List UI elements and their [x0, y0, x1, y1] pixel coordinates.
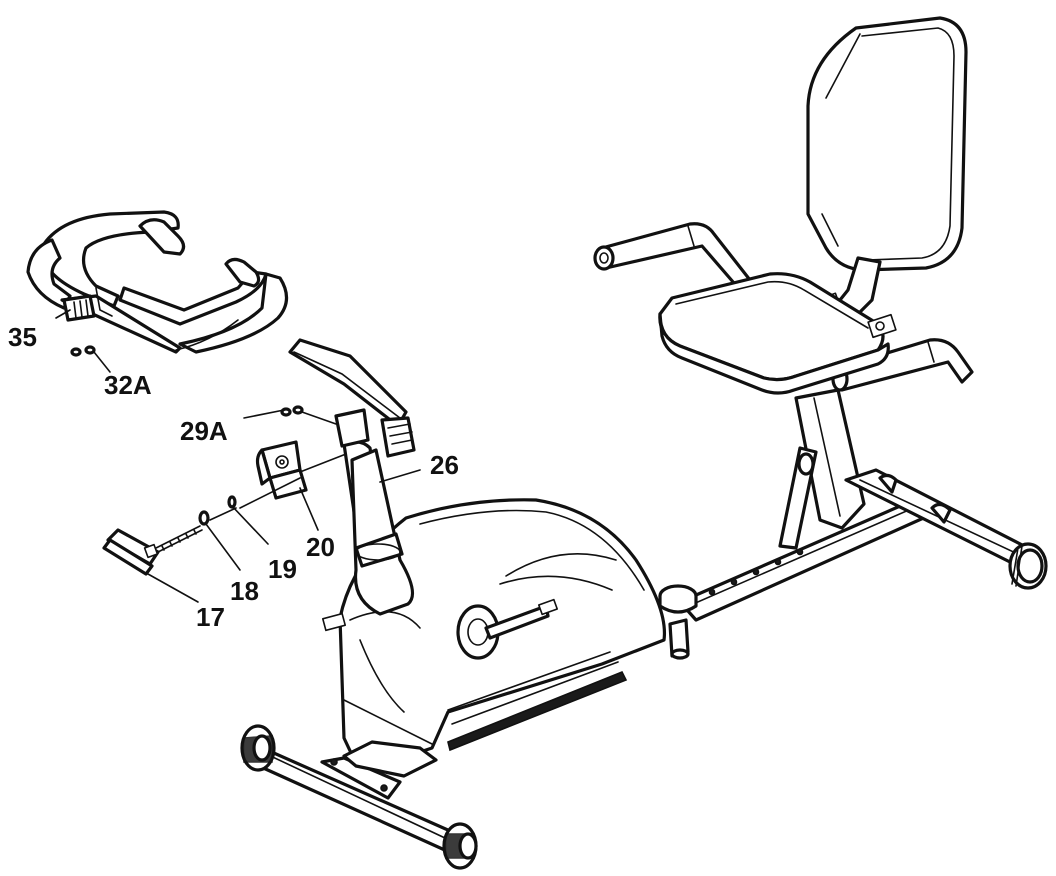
- callout-17: 17: [196, 602, 225, 632]
- callout-20: 20: [306, 532, 335, 562]
- backrest: [806, 16, 968, 272]
- front-wheel-left: [240, 724, 276, 772]
- leader-lines: [55, 287, 421, 603]
- callout-32a: 32A: [104, 370, 152, 400]
- front-handlebar: [26, 210, 289, 354]
- hand-pulse-bracket: [255, 440, 308, 500]
- console-mast: [342, 440, 415, 616]
- seat-cushion: [658, 272, 897, 395]
- callout-26: 26: [430, 450, 459, 480]
- console-monitor: [288, 338, 416, 458]
- rear-stabilizer-end-cap: [1008, 542, 1048, 590]
- flywheel-shroud: [338, 498, 667, 774]
- crank-assembly: [321, 598, 559, 660]
- callout-35: 35: [8, 322, 37, 352]
- callout-labels: 35 32A 29A 26 20 19 18 17: [8, 322, 459, 632]
- rear-frame-tube: [678, 468, 1030, 622]
- seat-post: [778, 388, 866, 550]
- callout-29a: 29A: [180, 416, 228, 446]
- seat-adjust-knob: [658, 584, 698, 660]
- front-wheel-right: [442, 822, 478, 870]
- callout-18: 18: [230, 576, 259, 606]
- callout-19: 19: [268, 554, 297, 584]
- screw-pair-29a: [280, 405, 304, 417]
- front-stabilizer: [248, 740, 468, 858]
- screw-pair-32a: [70, 345, 96, 357]
- knob-bolt: [102, 525, 203, 576]
- washer: [198, 510, 210, 526]
- seat-handlebar-left: [593, 222, 752, 292]
